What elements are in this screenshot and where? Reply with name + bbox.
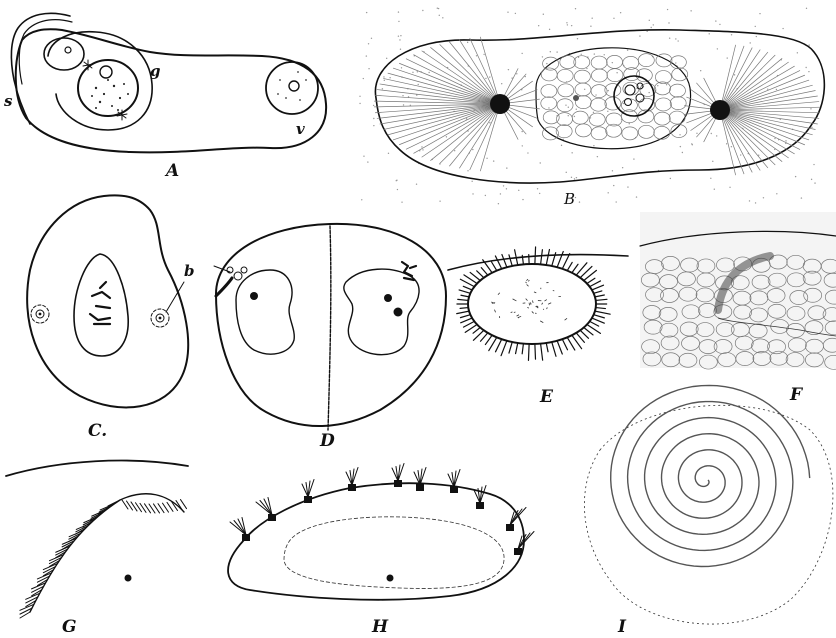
panel-d-left-nucleolus xyxy=(250,292,258,300)
panel-g-label: G xyxy=(62,617,77,637)
panel-b-left-centrosome xyxy=(490,94,510,114)
panel-d-right-chromatin xyxy=(402,262,416,280)
panel-d-label: D xyxy=(319,431,335,451)
panel-a-label-s: s xyxy=(4,92,13,110)
panel-e-surface xyxy=(448,255,628,270)
panel-i-spiral xyxy=(611,385,810,566)
panel-c-chromosomes xyxy=(90,282,110,324)
panel-h-label: H xyxy=(371,617,389,637)
panel-c-label: C. xyxy=(88,421,107,441)
panel-a-small-nucleolus xyxy=(65,47,71,53)
panel-i-label: I xyxy=(617,617,627,637)
panel-d-left-nucleus xyxy=(236,270,294,354)
panel-a-small-nucleus xyxy=(44,38,84,70)
panel-h-cilia-tufts xyxy=(230,464,534,556)
panel-a-large-nucleolus xyxy=(100,66,112,78)
panel-d-left-chromatin xyxy=(214,266,247,296)
panel-g-hairs xyxy=(20,500,187,618)
panel-e-body xyxy=(468,264,596,344)
panel-a-right-dots xyxy=(277,71,307,101)
panel-b-right-centrosome xyxy=(710,100,730,120)
panel-b-small-body xyxy=(573,95,579,101)
panel-c-nuclear-region xyxy=(74,254,128,356)
panel-f-label: F xyxy=(789,385,804,405)
panel-b-vacuole xyxy=(625,85,635,95)
panel-b-label: B xyxy=(563,190,575,208)
panel-d-right-nucleolus xyxy=(384,294,392,302)
panel-a-right-nucleus xyxy=(266,62,318,114)
panel-a-cell-outline xyxy=(16,29,326,152)
panel-a-chromatin-dots xyxy=(91,79,129,111)
panel-b-nucleus xyxy=(614,76,654,116)
panel-c: b C. xyxy=(27,195,194,441)
panel-e-label: E xyxy=(539,387,554,407)
panel-a-label-g: g xyxy=(150,62,161,80)
panel-d: D xyxy=(214,224,446,451)
panel-d-cleavage-furrow xyxy=(328,226,331,430)
panel-g-curve xyxy=(30,494,184,612)
panel-g-granule xyxy=(125,575,132,582)
panel-a-label: A xyxy=(164,161,179,181)
panel-b-vacuole xyxy=(625,99,632,106)
panel-g: G xyxy=(6,461,188,637)
panel-h-nucleus xyxy=(284,517,504,589)
panel-c-right-centriole xyxy=(159,317,162,320)
panel-b-astral-rays xyxy=(374,37,820,175)
panel-e-granules xyxy=(491,279,567,323)
panel-a-large-nucleus xyxy=(78,60,138,116)
panel-a-label-v: v xyxy=(296,120,305,138)
panel-c-label-b: b xyxy=(184,262,195,280)
panel-b-central-region xyxy=(536,48,691,149)
panel-i: I xyxy=(584,385,833,637)
panel-c-left-centriole xyxy=(39,313,42,316)
panel-c-cell-outline xyxy=(27,195,188,407)
panel-g-surface xyxy=(6,461,188,476)
panel-b: B xyxy=(359,7,824,208)
panel-h-granule xyxy=(387,575,394,582)
panel-d-right-nucleus xyxy=(344,269,419,355)
panel-h: H xyxy=(228,464,534,638)
panel-b-cell-outline xyxy=(375,30,824,183)
panel-e: E xyxy=(448,247,628,407)
panel-a: s g v A xyxy=(4,13,326,181)
panel-d-right-nucleolus-2 xyxy=(394,308,403,317)
panel-f: F xyxy=(640,212,836,405)
panel-a-right-nucleolus xyxy=(289,81,299,91)
panel-i-outline xyxy=(584,405,833,624)
